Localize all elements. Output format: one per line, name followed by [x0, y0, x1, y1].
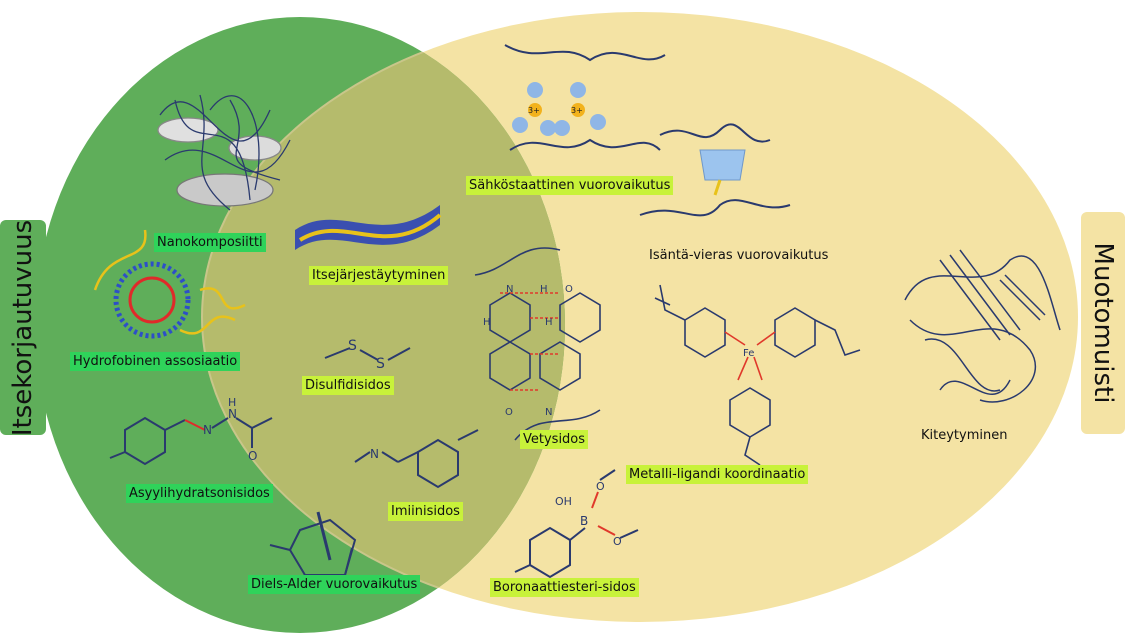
label-hydrophobic: Hydrofobinen assosiaatio — [70, 352, 241, 371]
atom-label: S — [376, 356, 385, 372]
atom-label: H — [545, 317, 553, 328]
atom-label: O — [565, 284, 573, 295]
nanocomposite-illustration — [157, 94, 291, 211]
label-boronate-ester: Boronaattiesteri-sidos — [490, 578, 639, 597]
atom-label: Fe — [743, 348, 754, 359]
label-self-assembly: Itsejärjestäytyminen — [309, 266, 449, 285]
label-hydrogen-bond: Vetysidos — [520, 430, 589, 449]
atom-label: H — [483, 317, 491, 328]
label-host-guest: Isäntä-vieras vuorovaikutus — [649, 248, 829, 263]
atom-label: N — [203, 423, 212, 437]
label-electrostatic: Sähköstaattinen vuorovaikutus — [466, 176, 674, 195]
atom-label: H — [540, 284, 548, 295]
side-label-self-healing: Itsekorjautuvuus — [0, 219, 46, 436]
self-assembly-illustration — [295, 205, 442, 250]
inner-boundary — [201, 17, 565, 623]
atom-label: N — [506, 284, 513, 295]
atom-label: OH — [555, 495, 572, 508]
acylhydrazone-structure — [109, 416, 273, 466]
atom-label: H — [228, 396, 236, 409]
micelle-illustration — [93, 229, 246, 339]
label-imine: Imiinisidos — [388, 502, 463, 521]
label-metal-ligand: Metalli-ligandi koordinaatio — [626, 465, 809, 484]
metal-ligand-structure — [654, 284, 861, 466]
atom-label: N — [228, 407, 237, 421]
label-acylhydrazone: Asyylihydratsonisidos — [126, 484, 273, 503]
atom-label: O — [505, 407, 513, 418]
charge-label: 3+ — [571, 106, 583, 115]
atom-label: O — [596, 480, 605, 493]
label-nanocomposite: Nanokomposiitti — [154, 233, 266, 252]
atom-label: B — [580, 514, 588, 528]
label-diels-alder: Diels-Alder vuorovaikutus — [248, 575, 421, 594]
side-label-text: Muotomuisti — [1088, 242, 1118, 404]
imine-structure — [354, 429, 479, 489]
host-guest-illustration — [639, 123, 791, 217]
overlap-region — [202, 17, 565, 622]
crystallization-illustration — [904, 249, 1061, 403]
boronate-ester-structure — [514, 469, 639, 579]
side-label-shape-memory: Muotomuisti — [1081, 212, 1125, 434]
label-disulfide: Disulfidisidos — [302, 376, 394, 395]
atom-label: O — [613, 535, 622, 548]
electrostatic-illustration — [504, 44, 666, 151]
label-crystallization: Kiteytyminen — [921, 428, 1008, 443]
side-label-text: Itsekorjautuvuus — [8, 219, 38, 436]
atom-label: S — [348, 338, 357, 354]
atom-label: N — [545, 407, 552, 418]
charge-label: 3+ — [528, 106, 540, 115]
atom-label: N — [370, 447, 379, 461]
atom-label: O — [248, 449, 257, 463]
disulfide-structure — [324, 347, 411, 361]
